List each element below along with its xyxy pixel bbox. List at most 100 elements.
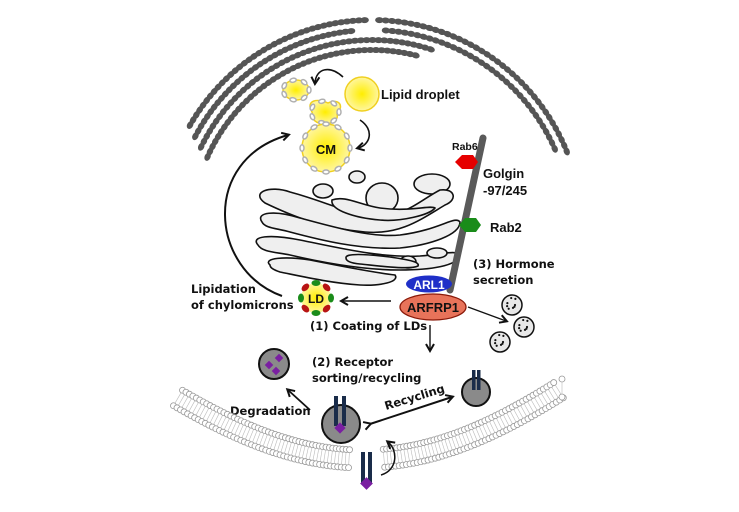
lipid-tail xyxy=(465,432,471,444)
lipid-tail xyxy=(348,452,350,465)
ld-label: LD xyxy=(308,292,324,306)
ld-coat-protein xyxy=(311,280,321,286)
lipid-tail xyxy=(337,451,340,464)
er-bead xyxy=(551,144,558,153)
apolipoprotein xyxy=(299,144,305,152)
lipid-tail xyxy=(551,387,559,398)
arfrp1-label: ARFRP1 xyxy=(407,300,459,315)
lipid-tail xyxy=(294,444,299,457)
granule-content xyxy=(511,306,515,309)
er-bead xyxy=(407,30,416,37)
lipid-tail xyxy=(420,446,425,459)
apolipoprotein xyxy=(322,121,330,127)
lipid-tail xyxy=(305,446,309,459)
recycling-arrow xyxy=(370,397,452,424)
lipid-tail xyxy=(482,424,488,436)
lipid-tail xyxy=(238,424,244,437)
lipid-tail xyxy=(220,416,227,428)
er-bead xyxy=(362,37,371,44)
lipid-tail xyxy=(277,439,282,451)
er-bead xyxy=(387,17,397,24)
secretory-granule xyxy=(489,331,511,353)
secretion-arrow xyxy=(467,306,506,321)
apolipoprotein xyxy=(330,100,338,107)
lipid-tail xyxy=(541,393,548,405)
lipid-tail xyxy=(441,440,446,453)
lipid-tail xyxy=(383,452,385,465)
lipid-head-outer xyxy=(550,379,558,386)
lipid-tail xyxy=(330,451,333,464)
arfrp1-ellipse xyxy=(399,293,467,321)
granule-content xyxy=(498,333,501,337)
membrane-receptor xyxy=(360,452,373,490)
lipid-tail xyxy=(259,433,265,445)
recycling-endosome xyxy=(461,370,491,407)
hormone-secretion-line1: (3) Hormone xyxy=(473,257,555,271)
er-bead xyxy=(374,37,383,44)
coated-lipid-droplet xyxy=(301,283,331,313)
apolipoprotein xyxy=(300,78,308,86)
lipid-tail xyxy=(479,426,485,438)
lipid-tail xyxy=(537,395,545,407)
granule-content xyxy=(502,334,505,337)
ld-coat-protein xyxy=(298,293,304,303)
lipid-tail xyxy=(451,437,457,449)
apolipoprotein xyxy=(302,132,309,140)
apolipoprotein xyxy=(343,132,350,140)
apolipoprotein xyxy=(322,169,330,175)
lipid-tail xyxy=(185,398,192,410)
lipid-tail xyxy=(213,413,220,425)
granule-content xyxy=(514,297,517,300)
granule-content xyxy=(501,340,505,344)
ld-coat-protein xyxy=(301,283,310,292)
lipid-tail xyxy=(312,448,316,461)
arl1-label: ARL1 xyxy=(413,278,445,292)
granule-content xyxy=(519,329,522,332)
lipid-tail xyxy=(523,403,531,415)
lipid-tail xyxy=(309,447,313,460)
lipid-tail xyxy=(472,429,478,441)
er-bead xyxy=(354,17,363,24)
lipid-tail xyxy=(444,439,449,452)
apolipoprotein xyxy=(309,103,316,111)
apolipoprotein xyxy=(309,113,316,121)
lipid-tail xyxy=(534,397,541,409)
er-bead xyxy=(394,18,403,25)
granule-content xyxy=(510,296,513,300)
degradation-arrow xyxy=(288,390,311,411)
lipid-tail xyxy=(319,449,323,462)
lipid-tail xyxy=(434,442,439,455)
lipid-tail xyxy=(516,407,524,419)
lipid-tail xyxy=(496,418,503,430)
lipid-tail xyxy=(430,443,435,456)
lipid-tail xyxy=(475,427,481,440)
lipid-tail xyxy=(195,404,203,416)
granule-content xyxy=(506,301,509,305)
cm-label: CM xyxy=(316,142,336,157)
lysosome xyxy=(258,348,290,380)
lipid-tail xyxy=(413,447,417,460)
apolipoprotein xyxy=(289,77,298,84)
lipid-tail xyxy=(287,442,292,455)
apolipoprotein xyxy=(336,108,342,116)
apolipoprotein xyxy=(347,144,353,152)
lipid-tail xyxy=(503,414,510,426)
lipid-tail xyxy=(344,452,347,465)
lipid-tail xyxy=(520,405,527,417)
er-bead xyxy=(381,27,391,34)
rab2-label: Rab2 xyxy=(490,220,522,235)
lipid-tail xyxy=(454,435,460,448)
secretory-granule xyxy=(513,316,535,338)
lipid-tail xyxy=(273,438,278,450)
arl1-ellipse xyxy=(406,275,452,293)
apolipoprotein xyxy=(302,156,309,164)
er-bead xyxy=(426,46,435,53)
granule-content xyxy=(526,319,529,322)
apolipoprotein xyxy=(334,165,342,172)
plasma-membrane xyxy=(170,375,567,472)
er-bead xyxy=(406,20,416,27)
granule-content xyxy=(499,343,503,346)
lipid-droplet-label: Lipid droplet xyxy=(381,87,460,102)
golgi-cisterna-3 xyxy=(259,212,461,250)
lipid-tail xyxy=(326,450,330,463)
